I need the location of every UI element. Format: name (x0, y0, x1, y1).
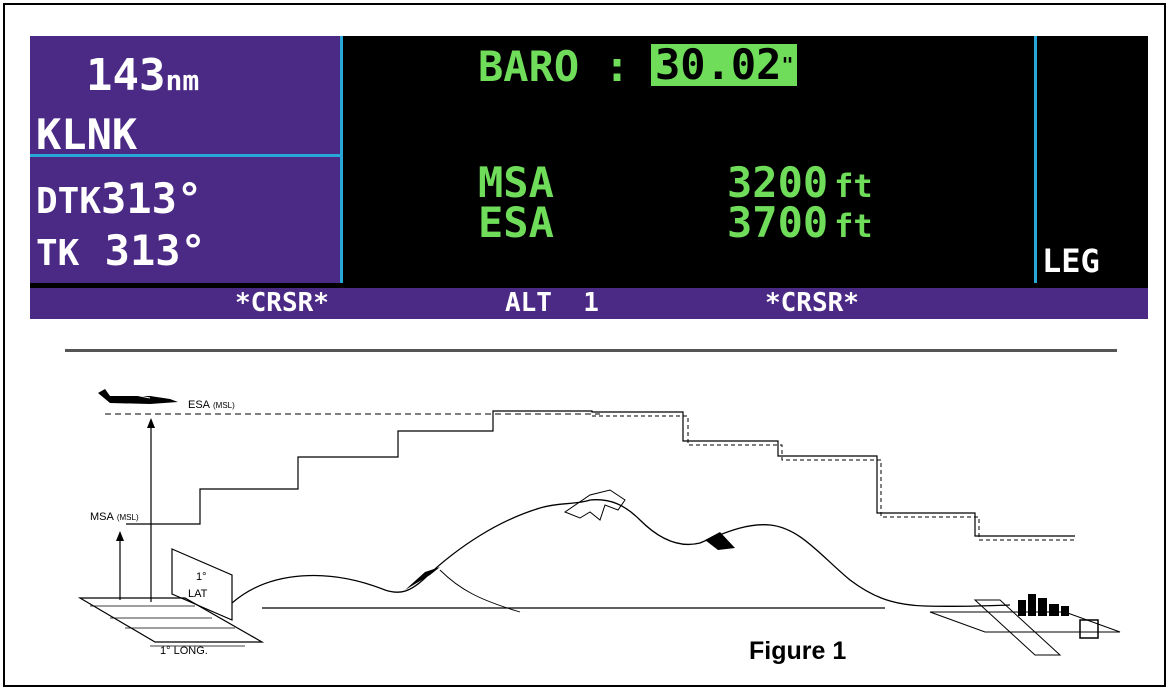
msa-label: MSA (478, 158, 554, 207)
baro-field[interactable]: 30.02" (651, 44, 798, 86)
mountain-range (231, 499, 1011, 608)
status-alt: ALT 1 (505, 288, 599, 318)
esa-text: ESA(MSL) (188, 399, 235, 411)
dtk-readout: DTK313° (36, 174, 202, 223)
esa-unit: ft (834, 207, 873, 245)
lat-text-top: 1° (196, 571, 207, 583)
status-bar (30, 288, 1148, 319)
distance-readout: 143nm (86, 50, 199, 101)
baro-value: 30.02 (655, 40, 782, 89)
tk-value: 313° (104, 226, 206, 275)
distance-value: 143 (86, 50, 166, 101)
esa-stair-line (592, 415, 1075, 541)
baro-unit: " (781, 53, 794, 77)
msa-unit: ft (834, 167, 873, 205)
long-text: 1° LONG. (160, 645, 208, 657)
left-info-panel (30, 36, 342, 283)
msa-value: 3200 (727, 158, 829, 207)
aircraft-icon (98, 389, 178, 404)
tk-readout: TK 313° (36, 226, 206, 275)
leg-mode-label: LEG (1042, 242, 1100, 280)
esa-value: 3700 (727, 198, 829, 247)
tk-label: TK (36, 233, 80, 274)
status-crsr-right: *CRSR* (765, 288, 859, 318)
baro-label: BARO : (478, 42, 630, 91)
status-crsr-left: *CRSR* (235, 288, 329, 318)
left-panel-divider (30, 154, 342, 157)
lat-panel (171, 548, 233, 621)
dtk-value: 313° (101, 174, 203, 223)
msa-text: MSA(MSL) (90, 511, 139, 523)
distance-unit: nm (165, 64, 200, 97)
city-icon (1018, 594, 1099, 639)
left-panel-right-border (340, 36, 343, 283)
figure-caption: Figure 1 (749, 637, 847, 665)
esa-label: ESA (478, 198, 554, 247)
section-divider (65, 349, 1117, 352)
right-panel-left-border (1034, 36, 1037, 283)
gps-display: 143nm KLNK DTK313° TK 313° BARO : 30.02"… (30, 36, 1148, 319)
waypoint-id: KLNK (36, 110, 138, 159)
dtk-label: DTK (36, 181, 102, 222)
grid-box (77, 597, 265, 643)
lat-text-bottom: LAT (188, 588, 208, 600)
msa-stair-line (126, 410, 1075, 537)
